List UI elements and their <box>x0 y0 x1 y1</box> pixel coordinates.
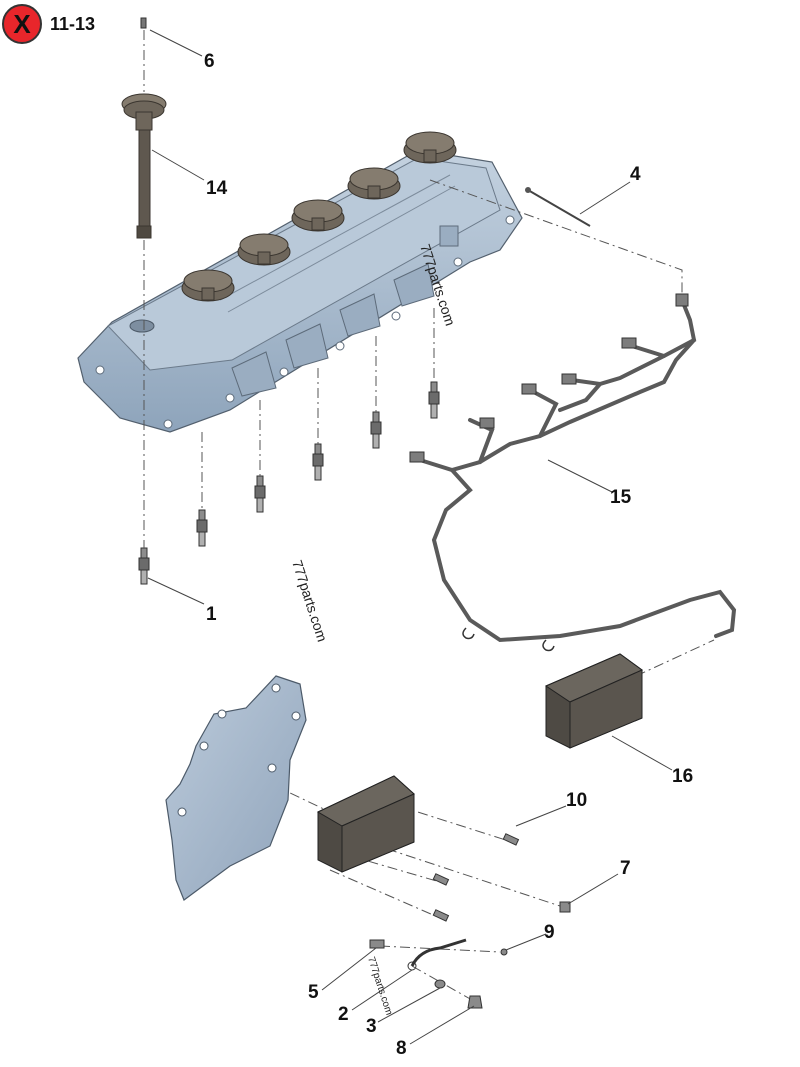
harness-connectors <box>409 293 689 463</box>
valve-cover <box>77 149 523 433</box>
leader-lines <box>147 29 673 1045</box>
module-lower <box>316 775 415 873</box>
callout-7: 7 <box>620 858 631 879</box>
callout-10: 10 <box>566 790 587 811</box>
header-badge: X 11-13 <box>2 4 95 44</box>
callout-labels: 6 14 4 1 15 16 10 7 9 5 2 3 8 <box>204 51 693 1059</box>
ignition-coils <box>181 131 457 302</box>
fasteners <box>369 833 571 1009</box>
ground-wire <box>407 938 467 971</box>
callout-4: 4 <box>630 164 641 185</box>
callout-2: 2 <box>338 1004 349 1025</box>
watermark-2: 777parts.com <box>289 558 330 644</box>
range-label: 11-13 <box>50 13 96 34</box>
spark-plugs <box>138 381 440 585</box>
callout-1: 1 <box>206 604 217 625</box>
coil-screw <box>140 17 147 29</box>
harness-clips <box>462 627 555 652</box>
callout-15: 15 <box>610 487 632 508</box>
callout-14: 14 <box>206 178 228 199</box>
mounting-plate <box>165 675 307 901</box>
ignition-coil-removed <box>121 93 167 239</box>
callout-9: 9 <box>544 922 555 943</box>
callout-3: 3 <box>366 1016 377 1037</box>
callout-5: 5 <box>308 982 319 1003</box>
callout-6: 6 <box>204 51 215 72</box>
watermark-3: 777parts.com <box>365 956 394 1017</box>
callout-8: 8 <box>396 1038 407 1059</box>
module-upper <box>544 653 643 749</box>
cable-tie <box>525 187 591 227</box>
remove-x-icon: X <box>2 4 42 44</box>
wiring-harness <box>418 298 737 643</box>
callout-16: 16 <box>672 766 693 787</box>
